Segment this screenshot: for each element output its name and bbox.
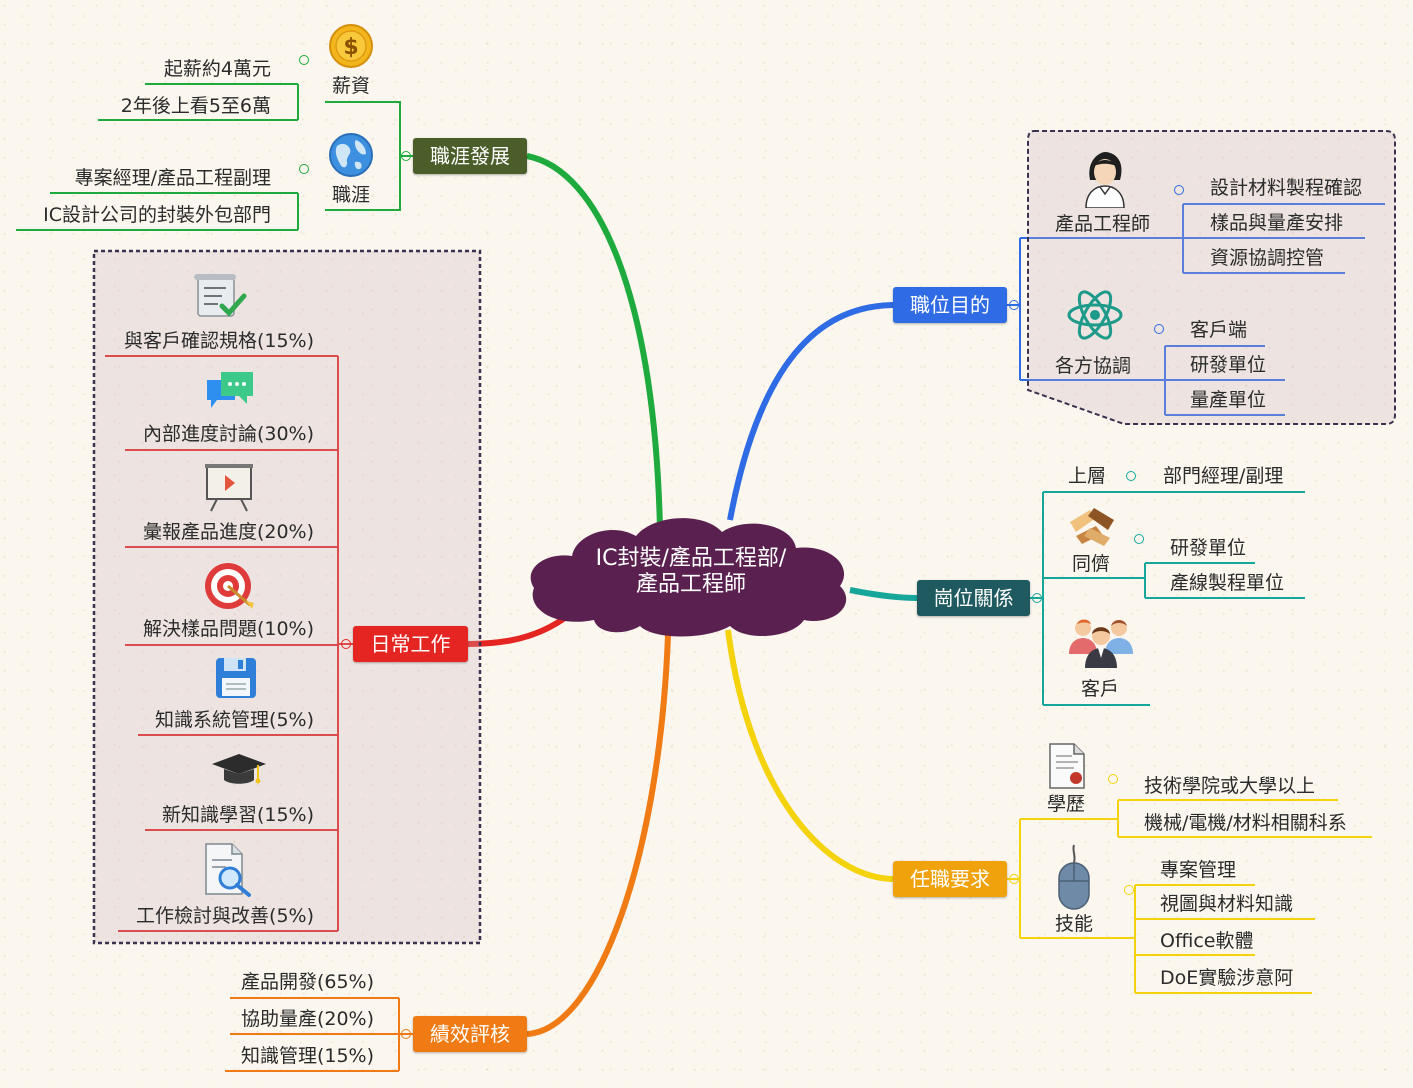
central-cloud-shape: [530, 518, 847, 637]
branch-line-performance: [526, 634, 671, 1037]
salary-item[interactable]: 2年後上看5至6萬: [120, 95, 271, 117]
collapse-toggle-career[interactable]: [401, 151, 411, 161]
collapse-toggle-skills[interactable]: [1124, 885, 1134, 895]
education-item[interactable]: 技術學院或大學以上: [1144, 775, 1316, 797]
svg-text:$: $: [343, 35, 358, 60]
education-item[interactable]: 機械/電機/材料相關科系: [1144, 812, 1347, 834]
branch-line-purpose: [727, 302, 894, 521]
globe-icon: [329, 133, 373, 177]
atom-icon: [1067, 290, 1123, 340]
subtopic-salary[interactable]: 薪資: [332, 75, 371, 97]
checklist-icon: [194, 274, 247, 317]
daily-work-item[interactable]: 新知識學習(15%): [161, 804, 314, 826]
daily-work-item[interactable]: 知識系統管理(5%): [155, 709, 314, 731]
daily-work-boundary: [92, 249, 482, 945]
topic-daily-work[interactable]: 日常工作: [353, 626, 468, 662]
branch-line-relation: [849, 587, 918, 601]
skills-item[interactable]: Office軟體: [1160, 930, 1254, 952]
subtopic-education[interactable]: 學歷: [1047, 793, 1086, 815]
collapse-toggle-superior[interactable]: [1126, 471, 1136, 481]
branch-line-requirement: [725, 629, 894, 882]
coordination-item[interactable]: 客戶端: [1190, 319, 1248, 341]
collapse-toggle-engineer[interactable]: [1174, 185, 1184, 195]
daily-work-item[interactable]: 工作檢討與改善(5%): [136, 905, 314, 927]
subtopic-skills[interactable]: 技能: [1055, 913, 1094, 935]
daily-work-item[interactable]: 內部進度討論(30%): [142, 423, 314, 445]
performance-item[interactable]: 協助量產(20%): [240, 1008, 374, 1030]
people-icon: [1069, 619, 1133, 668]
presentation-icon: [205, 464, 253, 512]
coordination-item[interactable]: 量產單位: [1190, 389, 1267, 411]
purpose-boundary: [1027, 130, 1396, 425]
collapse-toggle-purpose[interactable]: [1009, 300, 1019, 310]
collapse-toggle-requirement[interactable]: [1009, 874, 1019, 884]
peer-item[interactable]: 研發單位: [1170, 537, 1247, 559]
performance-item[interactable]: 知識管理(15%): [240, 1045, 374, 1067]
mouse-icon: [1058, 844, 1090, 910]
collapse-toggle-salary[interactable]: [299, 55, 309, 65]
engineer-avatar-icon: [1085, 152, 1125, 208]
chat-icon: [207, 372, 253, 408]
subtopic-peer[interactable]: 同儕: [1072, 553, 1111, 575]
collapse-toggle-daily-work[interactable]: [341, 639, 351, 649]
central-topic-line-2: 產品工程師: [635, 572, 746, 597]
floppy-icon: [216, 658, 256, 698]
daily-work-item[interactable]: 彙報產品進度(20%): [142, 521, 314, 543]
topic-requirement[interactable]: 任職要求: [893, 861, 1007, 897]
subtopic-coordination[interactable]: 各方協調: [1055, 355, 1132, 377]
collapse-toggle-relation[interactable]: [1032, 593, 1042, 603]
engineer-item[interactable]: 設計材料製程確認: [1210, 177, 1363, 199]
diploma-icon: [1049, 743, 1085, 789]
topic-purpose[interactable]: 職位目的: [893, 287, 1007, 323]
subtopic-superior[interactable]: 上層: [1068, 465, 1107, 487]
topic-relation[interactable]: 崗位關係: [917, 580, 1030, 616]
collapse-toggle-peer[interactable]: [1134, 534, 1144, 544]
central-topic-cloud[interactable]: [524, 508, 858, 640]
hands-icon: [1070, 508, 1114, 546]
daily-work-item[interactable]: 解決樣品問題(10%): [142, 618, 314, 640]
subtopic-career-path[interactable]: 職涯: [332, 184, 371, 206]
subtopic-engineer[interactable]: 產品工程師: [1055, 213, 1151, 235]
salary-item[interactable]: 起薪約4萬元: [163, 58, 271, 80]
collapse-toggle-education[interactable]: [1108, 774, 1118, 784]
career-path-item[interactable]: 專案經理/產品工程副理: [74, 167, 271, 189]
engineer-item[interactable]: 資源協調控管: [1210, 247, 1325, 269]
skills-item[interactable]: 視圖與材料知識: [1160, 893, 1294, 915]
topic-career[interactable]: 職涯發展: [413, 138, 527, 174]
coordination-item[interactable]: 研發單位: [1190, 354, 1267, 376]
coin-icon: $: [329, 24, 373, 68]
central-topic-text[interactable]: IC封裝/產品工程部/ 產品工程師: [560, 546, 822, 598]
superior-item[interactable]: 部門經理/副理: [1163, 465, 1284, 487]
collapse-toggle-performance[interactable]: [401, 1029, 411, 1039]
career-path-item[interactable]: IC設計公司的封裝外包部門: [43, 204, 271, 226]
topic-performance[interactable]: 績效評核: [413, 1016, 527, 1052]
document-search-icon: [205, 843, 251, 897]
graduation-cap-icon: [212, 754, 266, 784]
central-topic-line-1: IC封裝/產品工程部/: [595, 546, 787, 571]
skills-item[interactable]: 專案管理: [1160, 859, 1237, 881]
collapse-toggle-coordination[interactable]: [1154, 324, 1164, 334]
peer-item[interactable]: 產線製程單位: [1170, 572, 1285, 594]
performance-item[interactable]: 產品開發(65%): [240, 971, 374, 993]
engineer-item[interactable]: 樣品與量產安排: [1210, 212, 1344, 234]
subtopic-customer[interactable]: 客戶: [1081, 678, 1120, 700]
target-icon: [205, 563, 254, 609]
branch-line-career: [526, 153, 663, 531]
collapse-toggle-career-path[interactable]: [299, 164, 309, 174]
skills-item[interactable]: DoE實驗涉意阿: [1160, 967, 1294, 989]
daily-work-item[interactable]: 與客戶確認規格(15%): [123, 330, 314, 352]
